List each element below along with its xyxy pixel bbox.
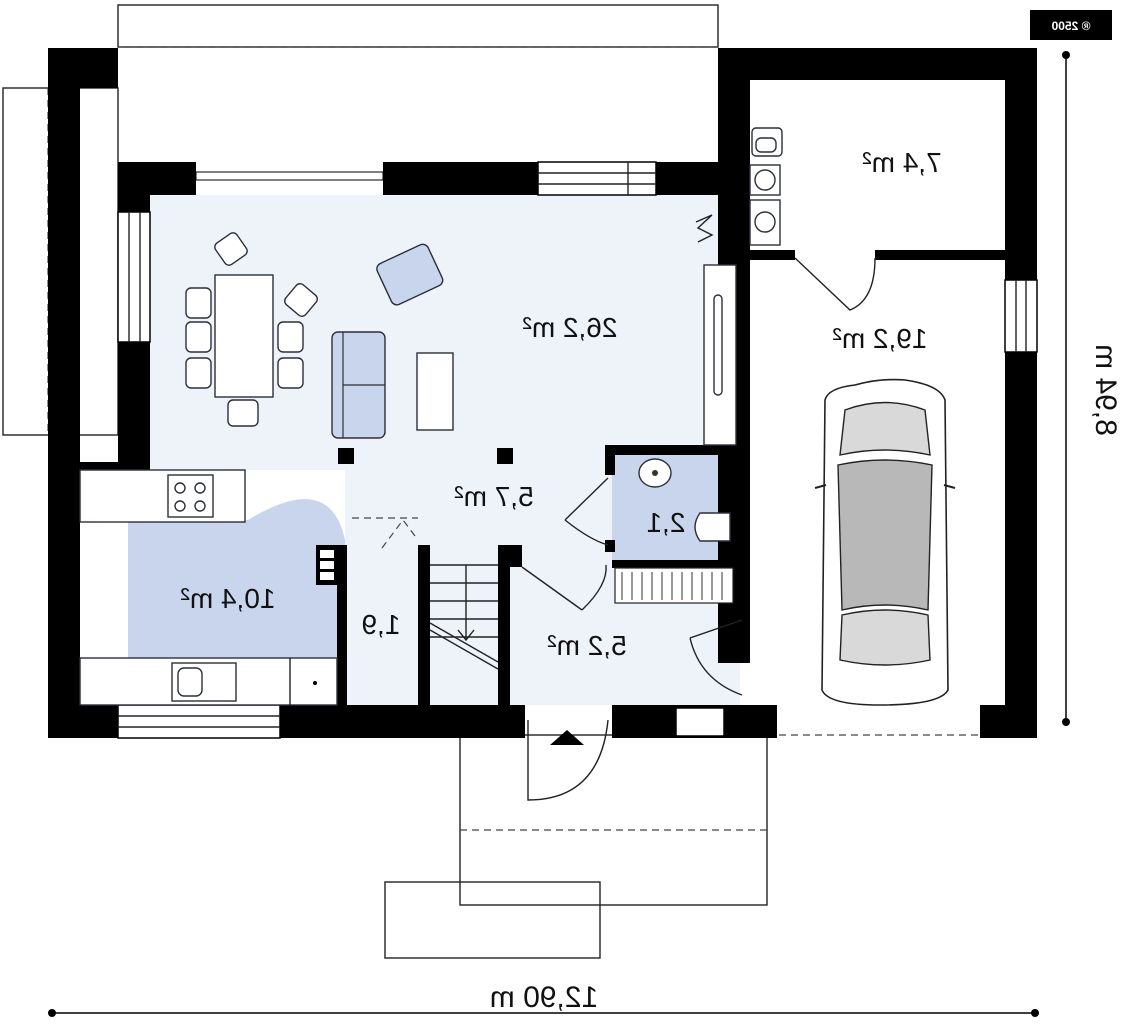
copyright-badge [1030,10,1112,40]
entrance-canopy [459,734,768,906]
storage-area-label: 7,4 m² [862,147,941,178]
wc-area-label: 2,1 [647,507,686,538]
wc-floor [612,455,734,563]
living-area-label: 26,2 m² [523,312,618,343]
pantry-area-label: 1,9 [362,609,401,640]
kitchen-area-label: 10,4 m² [181,583,276,614]
garage-area-label: 19,2 m² [833,323,928,354]
staircase [429,564,499,670]
kitchen-floor [128,499,345,658]
entrance-step [384,881,601,959]
depth-dimension-label: 8,94 m [1089,344,1122,436]
roof-overhang [117,4,719,48]
badge-label: ® 2500 [1051,19,1090,33]
width-dimension-label: 12,90 m [490,981,598,1014]
hall-area-label: 5,7 m² [454,481,533,512]
living-furniture [331,243,454,439]
entry-area-label: 5,2 m² [547,630,626,661]
dining-set [185,232,318,427]
car-icon [814,378,956,706]
